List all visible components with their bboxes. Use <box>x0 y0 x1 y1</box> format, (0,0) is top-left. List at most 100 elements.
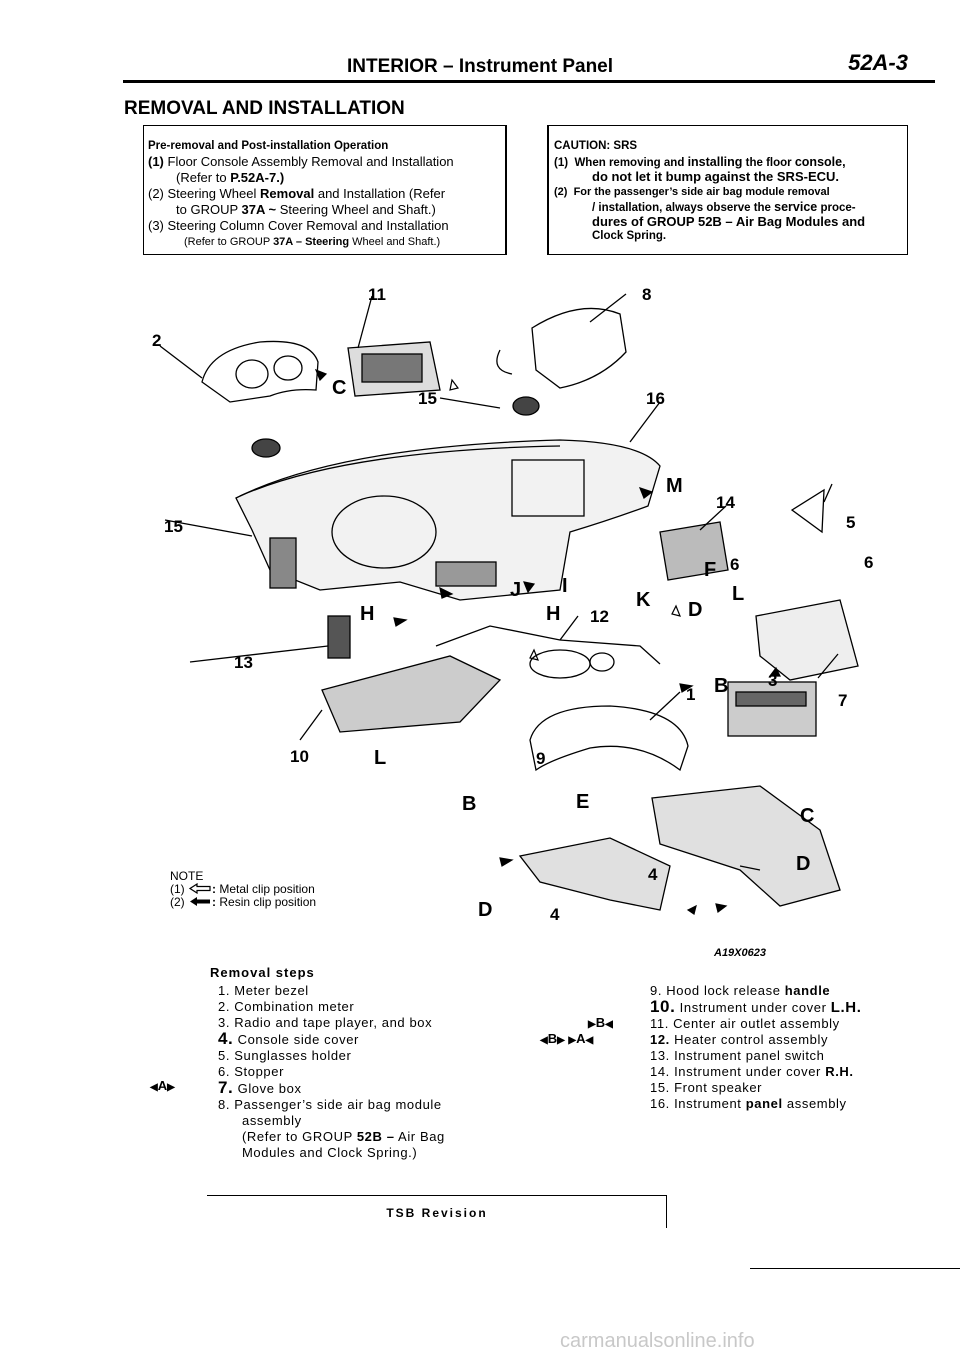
metal-clip-icon <box>188 882 211 895</box>
step-8-cont-1: assembly <box>242 1113 302 1128</box>
clip-letter-l-right: L <box>732 583 744 605</box>
callout-13: 13 <box>234 653 253 672</box>
panel-switch-shape <box>327 615 351 659</box>
step-11: 11. Center air outlet assembly <box>650 1016 840 1031</box>
pre-item-3-group-ref[interactable]: 37A – Steering <box>273 236 350 248</box>
pre-item-2-post: and Installation (Refer <box>317 186 446 201</box>
step-4: 4. Console side cover <box>218 1029 359 1048</box>
step-8: 8. Passenger’s side air bag module <box>218 1097 442 1112</box>
caution-1-mid: the floor <box>745 157 792 169</box>
step-11-marker: ▶B◀ <box>588 1015 613 1030</box>
step-1: 1. Meter bezel <box>218 983 309 998</box>
caution-2-group-pre: dures of GROUP <box>592 214 695 229</box>
caution-2-proce: proce- <box>820 202 856 214</box>
pre-item-1-line-1: (1) Floor Console Assembly Removal and I… <box>148 154 454 170</box>
step-3: 3. Radio and tape player, and box <box>218 1015 433 1030</box>
caution-2-line-3: dures of GROUP 52B – Air Bag Modules and <box>592 214 865 229</box>
sunglasses-holder-shape <box>790 488 825 534</box>
pre-item-3-post: Wheel and Shaft.) <box>352 236 441 248</box>
figure-id: A19X0623 <box>713 947 766 959</box>
console-side-cover-shape <box>651 785 841 907</box>
caution-1-pre: When removing and <box>574 157 685 169</box>
speaker-left-shape <box>251 438 281 458</box>
pre-item-1-ref-link[interactable]: P.52A-7.) <box>230 170 285 185</box>
pre-removal-box-edge <box>505 125 507 255</box>
callout-6-left: 6 <box>730 555 739 574</box>
callout-1: 1 <box>686 685 695 704</box>
radio-shape <box>727 681 817 737</box>
caution-2-group-ref[interactable]: 52B – <box>697 214 733 229</box>
step-16: 16. Instrument panel assembly <box>650 1096 847 1111</box>
step-6-marker: ◀A▶ <box>150 1078 175 1093</box>
under-cover-rh-shape <box>659 521 729 581</box>
step-13: 13. Instrument panel switch <box>650 1048 825 1063</box>
pre-item-1-refer: (Refer to <box>176 170 227 185</box>
header-rule <box>123 80 935 83</box>
step-14: 14. Instrument under cover R.H. <box>650 1064 854 1079</box>
pre-removal-title: Pre-removal and Post-installation Operat… <box>148 140 389 152</box>
clip-letter-l-left: L <box>374 747 386 769</box>
clip-letter-c-top: C <box>332 377 346 399</box>
pre-item-2-pre: (2) Steering Wheel <box>148 186 257 201</box>
clip-letter-h-left: H <box>360 603 374 625</box>
callout-12: 12 <box>590 607 609 626</box>
callout-5: 5 <box>846 513 855 532</box>
step-8-group-ref[interactable]: 52B – <box>356 1129 395 1144</box>
caution-title: CAUTION: SRS <box>554 140 638 152</box>
clip-letter-b-bottom: B <box>462 793 476 815</box>
caution-2-service: service <box>774 200 818 214</box>
step-15: 15. Front speaker <box>650 1080 763 1095</box>
clip-letter-d-top: D <box>688 599 702 621</box>
caution-1-line-2: do not let it bump against the SRS-ECU. <box>592 169 839 184</box>
section-title: REMOVAL AND INSTALLATION <box>124 98 405 119</box>
step-8-cont-2: (Refer to GROUP 52B – Air Bag <box>242 1129 445 1144</box>
callout-14: 14 <box>716 493 735 512</box>
note-2-num: (2) <box>170 895 185 909</box>
callout-6-right: 6 <box>864 553 873 572</box>
pre-item-2-group-ref[interactable]: 37A ~ <box>241 202 277 217</box>
resin-clip-icon <box>190 897 211 906</box>
pre-item-1-line-2: (Refer to P.52A-7.) <box>176 170 284 186</box>
pre-item-3-line-1: (3) Steering Column Cover Removal and In… <box>148 218 449 233</box>
clip-letter-b-right: B <box>714 675 728 697</box>
step-8-cont-3: Modules and Clock Spring.) <box>242 1145 418 1160</box>
clip-letter-d-right: D <box>796 853 810 875</box>
caution-2-observe: / installation, always observe the <box>592 202 771 214</box>
tsb-revision-label: TSB Revision <box>386 1206 488 1220</box>
page-number: 52A-3 <box>848 50 908 75</box>
step-2: 2. Combination meter <box>218 999 355 1014</box>
caution-2-num: (2) <box>554 186 568 198</box>
clip-letter-e: E <box>576 791 589 813</box>
meter-bezel-shape <box>201 340 319 403</box>
removal-steps-title: Removal steps <box>210 965 315 980</box>
pre-item-2-removal: Removal <box>260 186 315 201</box>
step-10: 10. Instrument under cover L.H. <box>650 997 862 1016</box>
note-2-text: Resin clip position <box>219 895 317 909</box>
caution-2-line-4: Clock Spring. <box>592 230 667 242</box>
instrument-panel-shape <box>235 439 661 601</box>
caution-1-num: (1) <box>554 157 569 169</box>
callout-15-left: 15 <box>164 517 183 536</box>
note-item-2: (2) : Resin clip position <box>170 895 317 909</box>
pre-item-1-text: Floor Console Assembly Removal and Insta… <box>167 154 454 169</box>
instrument-panel-exploded-diagram: 2 11 8 15 15 16 14 5 6 6 12 13 3 1 7 10 … <box>152 285 873 959</box>
note-title: NOTE <box>170 869 204 883</box>
clip-letter-i: I <box>562 575 568 597</box>
page-header-title: INTERIOR – Instrument Panel <box>346 56 614 77</box>
note-1-text: Metal clip position <box>219 882 315 896</box>
clip-letter-j: J <box>510 579 521 601</box>
callout-4-right: 4 <box>648 865 658 884</box>
tsb-revision-box: TSB Revision <box>207 1195 667 1228</box>
speaker-right-shape <box>512 396 540 416</box>
glove-box-shape <box>755 599 859 681</box>
pre-item-1-num: (1) <box>148 154 164 169</box>
pre-item-2-group-post: Steering Wheel and Shaft.) <box>279 202 436 217</box>
callout-4-left: 4 <box>550 905 560 924</box>
callout-7: 7 <box>838 691 847 710</box>
step-7: 7. Glove box <box>218 1078 302 1097</box>
step-12: 12. Heater control assembly <box>650 1032 829 1047</box>
callout-3: 3 <box>768 671 777 690</box>
removal-steps-left: 1. Meter bezel 2. Combination meter 3. R… <box>218 983 445 1161</box>
footer-rule <box>750 1268 960 1269</box>
callout-8: 8 <box>642 285 651 304</box>
